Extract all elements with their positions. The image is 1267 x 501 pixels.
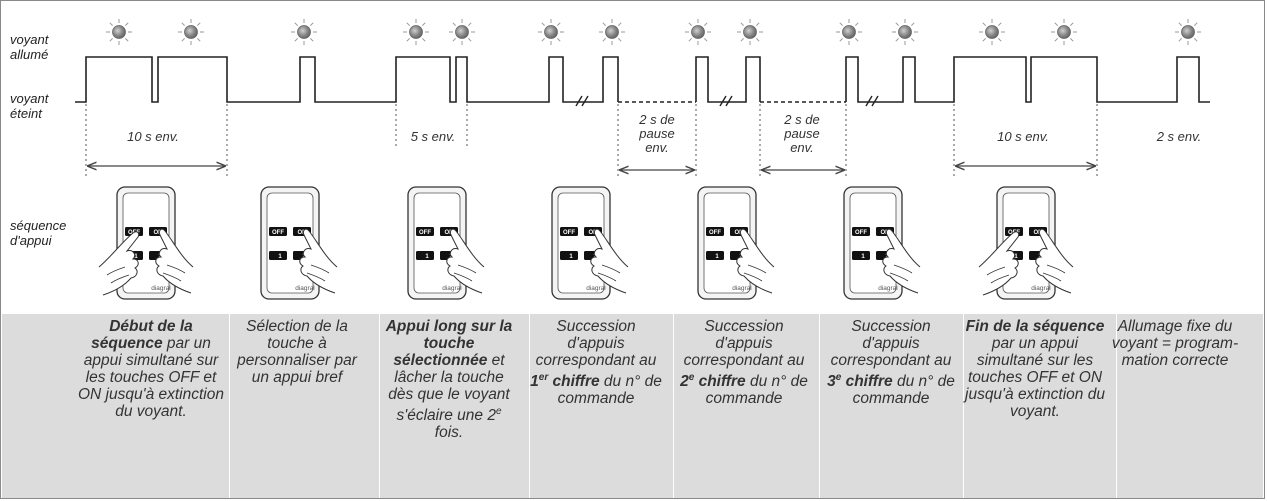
timing-pause-1: 2 s de pause env.	[639, 112, 675, 155]
brand-logo: diagral	[295, 285, 315, 292]
step-description-4: Succession d'appuis correspondant au 1er…	[530, 318, 662, 408]
remote-button-1: 1	[852, 251, 870, 260]
led-icon	[403, 19, 429, 45]
btn-on-label: ON	[154, 230, 163, 236]
btn-off-label: OFF	[563, 230, 575, 236]
led-icon	[979, 19, 1005, 45]
btn-off-label: OFF	[855, 230, 867, 236]
label-led-off: voyant éteint	[10, 91, 49, 121]
timing-5s: 5 s env.	[410, 129, 456, 144]
btn-on-label: ON	[881, 230, 890, 236]
remote-button-off: OFF	[416, 227, 434, 236]
btn-on-label: ON	[1034, 230, 1043, 236]
led-icon	[1175, 19, 1201, 45]
remote-button-off: OFF	[269, 227, 287, 236]
column-separator	[673, 314, 674, 498]
remote-button-off: OFF	[560, 227, 578, 236]
timing-pause-2: 2 s de pause env.	[784, 112, 820, 155]
btn-off-label: OFF	[272, 230, 284, 236]
led-icon	[538, 19, 564, 45]
btn-1-label: 1	[569, 254, 573, 260]
led-icon	[685, 19, 711, 45]
remote-control: OFF ON 1 2 diagral	[372, 185, 502, 305]
btn-on-label: ON	[445, 230, 454, 236]
step-description-3: Appui long sur la touche sélectionnée et…	[385, 318, 513, 442]
remote-button-off: OFF	[852, 227, 870, 236]
btn-on-label: ON	[589, 230, 598, 236]
brand-logo: diagral	[586, 285, 606, 292]
column-separator	[229, 314, 230, 498]
led-icon	[892, 19, 918, 45]
timing-10s-end: 10 s env.	[997, 129, 1049, 144]
remote-control: OFF ON 1 2 diagral	[516, 185, 646, 305]
led-icon	[449, 19, 475, 45]
dashed-markers	[85, 104, 1098, 178]
brand-logo: diagral	[442, 285, 462, 292]
led-icon	[599, 19, 625, 45]
column-separator	[963, 314, 964, 498]
led-icons	[106, 19, 1201, 45]
btn-1-label: 1	[861, 254, 865, 260]
waveform-line	[75, 56, 619, 103]
remote-control: OFF ON 1 2 diagral	[81, 185, 211, 305]
step-description-6: Succession d'appuis correspondant au 3e …	[827, 318, 955, 408]
btn-1-label: 1	[134, 254, 138, 260]
led-icon	[836, 19, 862, 45]
remote-button-1: 1	[416, 251, 434, 260]
description-band	[2, 314, 1263, 498]
led-icon	[178, 19, 204, 45]
btn-1-label: 1	[425, 254, 429, 260]
timing-10s-start: 10 s env.	[127, 129, 179, 144]
column-separator	[1116, 314, 1117, 498]
label-sequence: séquence d'appui	[10, 218, 67, 248]
column-separator	[819, 314, 820, 498]
btn-off-label: OFF	[419, 230, 431, 236]
remote-button-1: 1	[269, 251, 287, 260]
remote-control: OFF ON 1 2 diagral	[961, 185, 1091, 305]
btn-on-label: ON	[735, 230, 744, 236]
led-timing-diagram	[75, 19, 1210, 178]
step-description-8: Allumage fixe du voyant = program-mation…	[1111, 318, 1239, 369]
label-led-on: voyant allumé	[10, 32, 49, 62]
btn-1-label: 1	[715, 254, 719, 260]
led-icon	[1051, 19, 1077, 45]
brand-logo: diagral	[1031, 285, 1051, 292]
remote-button-off: OFF	[706, 227, 724, 236]
brand-logo: diagral	[878, 285, 898, 292]
brand-logo: diagral	[732, 285, 752, 292]
step-description-5: Succession d'appuis correspondant au 2e …	[680, 318, 808, 408]
step-description-7: Fin de la séquence par un appui simultan…	[965, 318, 1105, 420]
remote-button-1: 1	[560, 251, 578, 260]
btn-off-label: OFF	[709, 230, 721, 236]
column-separator	[379, 314, 380, 498]
remote-control: OFF ON 1 2 diagral	[808, 185, 938, 305]
btn-1-label: 1	[1014, 254, 1018, 260]
led-icon	[106, 19, 132, 45]
step-description-1: Début de la séquence par un appui simult…	[78, 318, 224, 420]
column-separator	[529, 314, 530, 498]
time-break-marks	[575, 95, 879, 107]
remote-control: OFF ON 1 2 diagral	[662, 185, 792, 305]
btn-1-label: 1	[278, 254, 282, 260]
duration-arrows	[88, 166, 1095, 170]
timing-2s: 2 s env.	[1156, 129, 1202, 144]
brand-logo: diagral	[151, 285, 171, 292]
remote-button-1: 1	[706, 251, 724, 260]
step-description-2: Sélection de la touche à personnaliser p…	[237, 318, 357, 386]
remote-control: OFF ON 1 2 diagral	[225, 185, 355, 305]
btn-on-label: ON	[298, 230, 307, 236]
led-icon	[737, 19, 763, 45]
led-icon	[291, 19, 317, 45]
